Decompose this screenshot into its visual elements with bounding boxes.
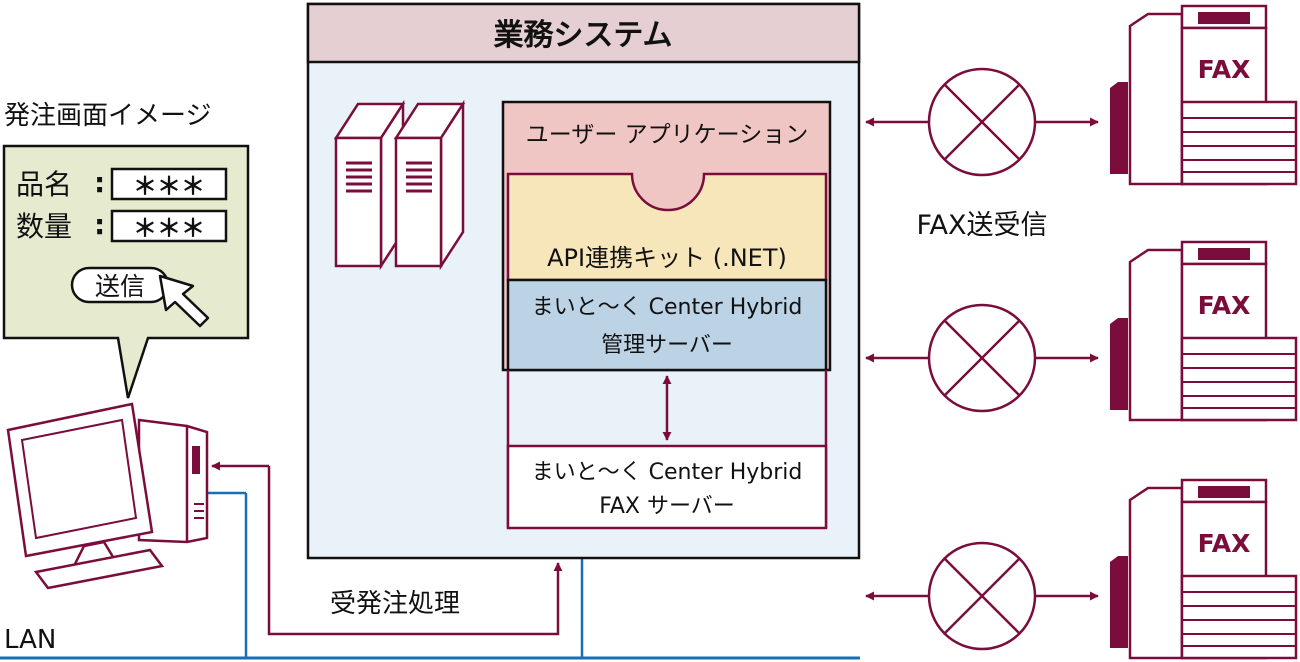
fax-label: FAX	[1198, 55, 1251, 84]
lan-network	[0, 491, 860, 660]
fax-send-receive-label: FAX送受信	[916, 210, 1047, 241]
order-screen-caption: 発注画面イメージ	[4, 101, 211, 131]
fax-server-line2: FAX サーバー	[599, 494, 735, 519]
client-pc-icon	[6, 402, 209, 590]
management-server-line1: まいと～く Center Hybrid	[532, 295, 803, 320]
fax-link	[865, 303, 1099, 413]
quantity-field[interactable]	[110, 209, 228, 243]
item-name-colon: :	[94, 166, 105, 199]
server-icon	[333, 99, 466, 271]
quantity-value: ＊＊＊	[133, 214, 205, 242]
send-button[interactable]: 送信	[70, 266, 170, 304]
api-kit: API連携キット (.NET)	[506, 172, 828, 282]
fax-link	[865, 541, 1099, 651]
fax-server-line1: まいと～く Center Hybrid	[532, 460, 803, 485]
fax-label: FAX	[1198, 291, 1251, 320]
order-processing-connector	[267, 466, 563, 636]
order-processing-label: 受発注処理	[330, 589, 460, 619]
business-system-title-bar	[306, 2, 861, 64]
lan-label: LAN	[4, 625, 56, 655]
fax-machine-icon: FAX	[1110, 240, 1298, 422]
fax-machines: FAX FAX FAX	[1110, 4, 1298, 660]
management-server: まいと～く Center Hybrid 管理サーバー	[506, 278, 828, 372]
item-name-field[interactable]	[110, 167, 228, 201]
management-server-line2: 管理サーバー	[601, 333, 733, 358]
business-system-title: 業務システム	[493, 18, 672, 53]
item-name-label: 品名	[16, 168, 72, 201]
fax-server: まいと～く Center Hybrid FAX サーバー	[506, 444, 828, 530]
api-kit-label: API連携キット (.NET)	[547, 244, 787, 272]
fax-links	[865, 67, 1099, 651]
fax-machine-icon: FAX	[1110, 478, 1298, 660]
fax-machine-icon: FAX	[1110, 4, 1298, 186]
quantity-colon: :	[94, 208, 105, 241]
quantity-label: 数量	[16, 210, 72, 243]
fax-label: FAX	[1198, 529, 1251, 558]
cursor-arrow-icon	[158, 274, 210, 328]
send-button-label: 送信	[95, 272, 145, 301]
fax-link	[865, 67, 1099, 177]
item-name-value: ＊＊＊	[133, 172, 205, 200]
user-application-label: ユーザー アプリケーション	[526, 122, 808, 148]
